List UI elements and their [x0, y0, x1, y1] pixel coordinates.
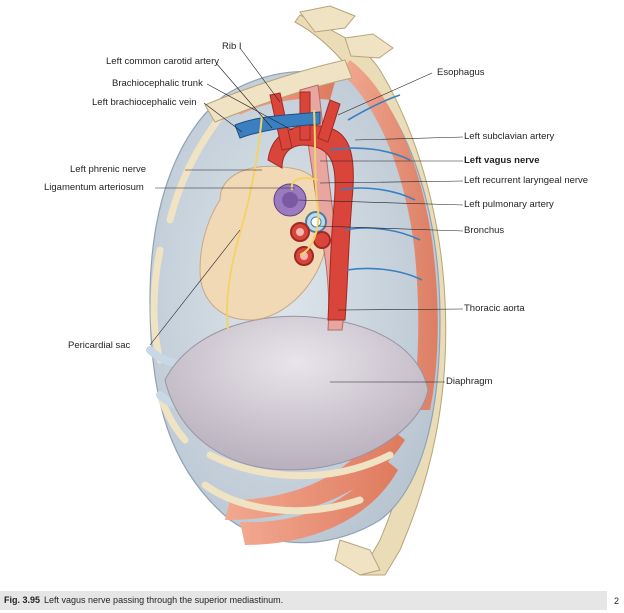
- arch-branches: [269, 91, 341, 151]
- label-diaphragm: Diaphragm: [446, 376, 493, 387]
- label-thoracic-aorta: Thoracic aorta: [464, 303, 525, 314]
- label-left-vagus-nerve: Left vagus nerve: [464, 155, 540, 166]
- figure-caption-text: Left vagus nerve passing through the sup…: [44, 595, 284, 605]
- label-left-pulmonary-artery: Left pulmonary artery: [464, 199, 554, 210]
- label-bronchus: Bronchus: [464, 225, 505, 236]
- thorax-drawing: [146, 5, 464, 576]
- label-left-phrenic-nerve: Left phrenic nerve: [70, 164, 147, 175]
- lung-hilum: [290, 211, 331, 266]
- intercostal-vessels: [329, 94, 423, 281]
- label-pericardial-sac: Pericardial sac: [68, 340, 131, 351]
- label-rib-1: Rib I: [222, 41, 242, 52]
- leader-lines: [149, 47, 464, 383]
- rib-1: [204, 59, 353, 123]
- page-number: 2: [614, 596, 620, 606]
- label-left-brachiocephalic-vein: Left brachiocephalic vein: [92, 97, 197, 108]
- figure-number: Fig. 3.95: [4, 595, 41, 605]
- label-esophagus: Esophagus: [437, 67, 485, 78]
- label-left-common-carotid-artery: Left common carotid artery: [106, 56, 219, 67]
- label-brachiocephalic-trunk: Brachiocephalic trunk: [112, 78, 203, 89]
- label-left-recurrent-laryngeal-nerve: Left recurrent laryngeal nerve: [464, 175, 589, 186]
- label-left-subclavian-artery: Left subclavian artery: [464, 131, 555, 142]
- nerves: [226, 109, 320, 331]
- label-ligamentum-arteriosum: Ligamentum arteriosum: [44, 182, 144, 193]
